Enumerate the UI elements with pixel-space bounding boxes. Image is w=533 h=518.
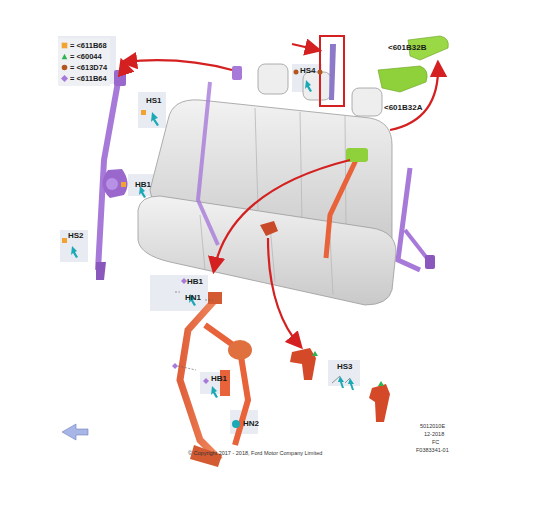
buckle <box>290 348 390 422</box>
legend-row: = <613D74 <box>61 62 107 73</box>
legend-text: = <611B68 <box>70 41 107 50</box>
legend-swatch <box>61 64 68 71</box>
callout-number: HS1 <box>146 97 162 105</box>
rear-seat <box>138 64 396 305</box>
legend-row: = <60044 <box>61 51 107 62</box>
callout-number: HB1 <box>211 375 227 383</box>
note-text: F0383341-01 <box>416 448 449 454</box>
note-text: © Copyright 2017 - 2018, Ford Motor Comp… <box>188 451 322 457</box>
pointer-arrow <box>122 44 438 346</box>
legend-text: = <60044 <box>70 52 102 61</box>
callout-number: <601B32B <box>388 44 426 52</box>
centre-seat-belt <box>260 148 368 258</box>
fastener-icon <box>71 80 354 428</box>
callout-number: HS2 <box>68 232 84 240</box>
callout-number: HN2 <box>243 420 259 428</box>
note-text: 5012010E <box>420 424 445 430</box>
callout-number: HS3 <box>337 363 353 371</box>
highlight-frame <box>320 36 344 106</box>
belt-guide <box>329 44 336 100</box>
callout-number: HS4 <box>300 67 316 75</box>
legend-row: = <611B64 <box>61 73 107 84</box>
view-arrow <box>62 424 88 440</box>
legend-swatch <box>61 53 68 60</box>
callout-number: <601B32A <box>384 104 422 112</box>
legend-text: = <611B64 <box>70 74 107 83</box>
legend-swatch <box>61 75 68 82</box>
legend-swatch <box>61 42 68 49</box>
legend-text: = <613D74 <box>70 63 107 72</box>
note-text: FC <box>432 440 439 446</box>
callout-number: HB1 <box>135 181 151 189</box>
callout-number: HB1 <box>187 278 203 286</box>
note-text: 12-2018 <box>424 432 444 438</box>
callout-number: HN1 <box>185 294 201 302</box>
right-seat-belt <box>398 168 435 270</box>
legend-row: = <611B68 <box>61 40 107 51</box>
legend: = <611B68 = <60044 = <613D74 = <611B64 <box>58 38 110 86</box>
centre-belt-assembly <box>180 292 252 467</box>
